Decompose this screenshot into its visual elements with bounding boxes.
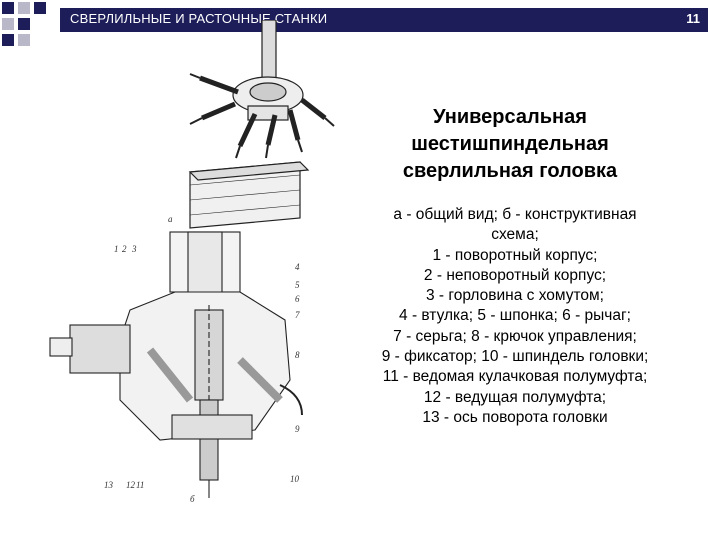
caption-line: 9 - фиксатор; 10 - шпиндель головки; [381, 348, 649, 366]
label-n6: 6 [295, 294, 300, 304]
label-a: а [168, 214, 173, 224]
caption-line: 4 - втулка; 5 - шпонка; 6 - рычаг; [399, 307, 631, 325]
label-n11: 11 [136, 480, 144, 490]
corner-squares-decoration [2, 2, 46, 46]
label-n3: 3 [131, 244, 137, 254]
label-n13: 13 [104, 480, 114, 490]
slide-title-line: шестишпиндельная [411, 133, 609, 155]
slide-title: Универсальная шестишпиндельная сверлильн… [360, 104, 660, 185]
label-n10: 10 [290, 474, 300, 484]
slide-title-line: Универсальная [433, 106, 587, 128]
label-n7: 7 [295, 310, 300, 320]
caption-line: схема; [491, 226, 539, 244]
caption-line: 1 - поворотный корпус; [432, 246, 598, 264]
label-b: б [190, 494, 195, 504]
label-n4: 4 [295, 262, 300, 272]
general-view-drawing [188, 20, 335, 229]
caption-line: 12 - ведущая полумуфта; [423, 388, 607, 406]
label-n2: 2 [122, 244, 127, 254]
caption-line: 7 - серьга; 8 - крючок управления; [393, 327, 637, 345]
label-n8: 8 [295, 350, 300, 360]
header-bar [60, 8, 708, 32]
caption-line: 2 - неповоротный корпус; [423, 266, 607, 284]
structural-scheme-drawing [49, 231, 303, 498]
drilling-head-figure: а 1 2 3 4 5 6 7 8 9 10 11 12 13 б [49, 20, 335, 504]
label-n5: 5 [295, 280, 300, 290]
page-number: 11 [686, 11, 700, 26]
caption-line: 11 - ведомая кулачковая полумуфта; [382, 368, 648, 386]
caption-line: 3 - горловина с хомутом; [426, 287, 604, 305]
caption-line: 13 - ось поворота головки [422, 408, 608, 426]
label-n1: 1 [114, 244, 119, 254]
caption-line: а - общий вид; б - конструктивная [393, 206, 637, 223]
slide-title-line: сверлильная головка [402, 160, 618, 182]
label-n9: 9 [295, 424, 300, 434]
label-n12: 12 [126, 480, 136, 490]
figure-caption: а - общий вид; б - конструктивная схема;… [342, 205, 688, 428]
